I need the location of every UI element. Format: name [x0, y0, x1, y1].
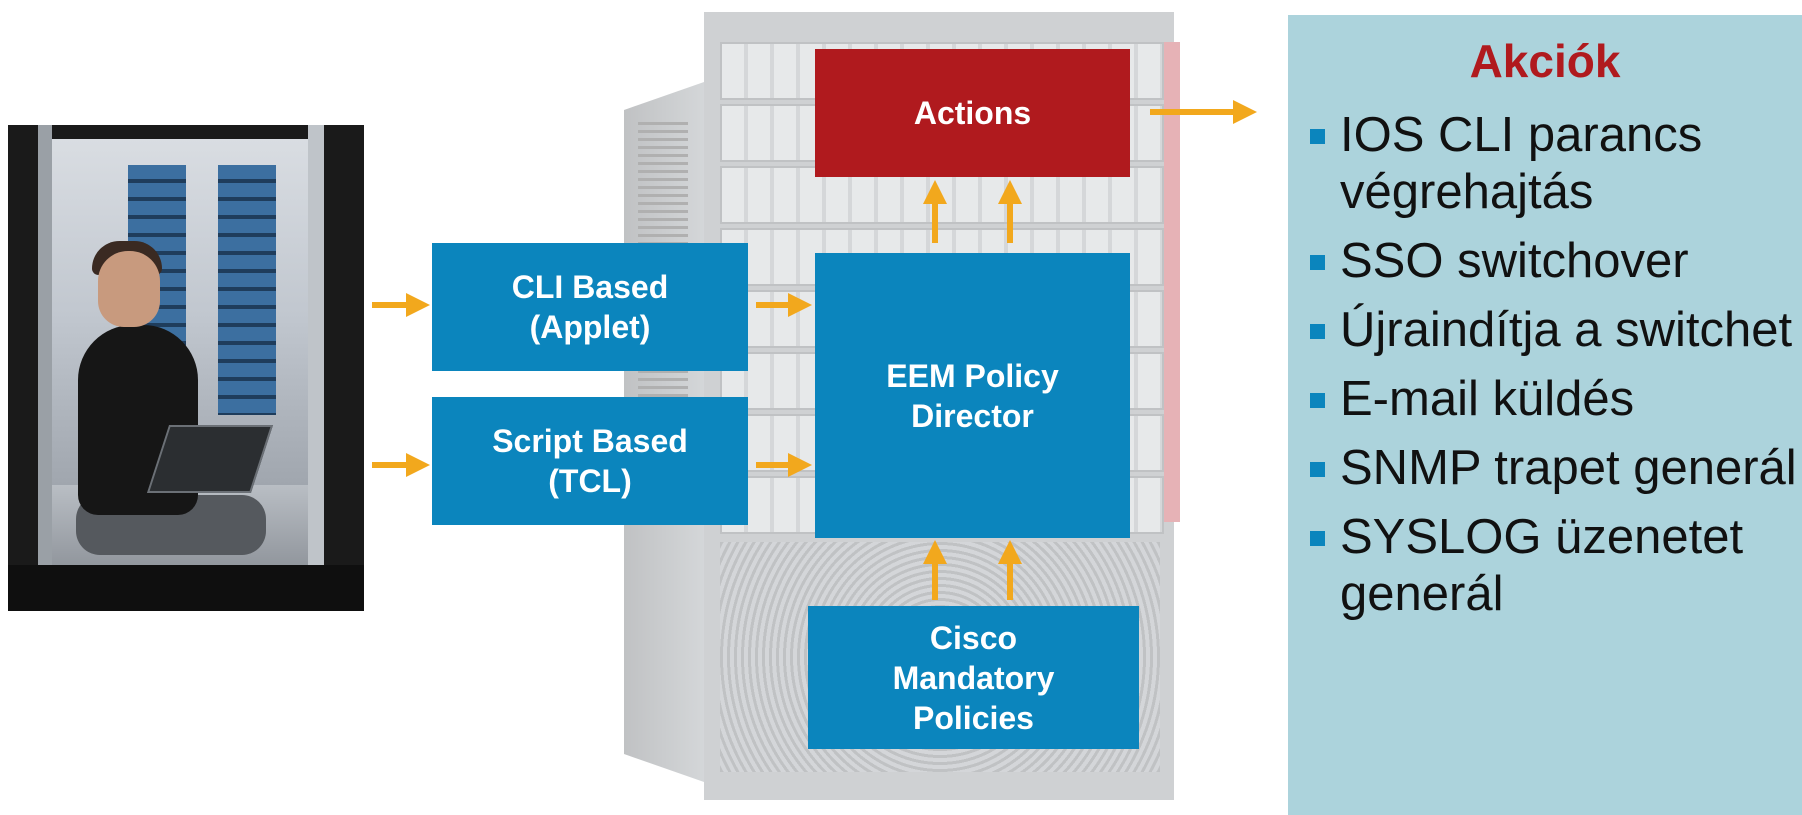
script-based-box: Script Based (TCL) — [432, 397, 748, 525]
cli-based-box: CLI Based (Applet) — [432, 243, 748, 371]
list-item-text: SNMP trapet generál — [1340, 441, 1797, 495]
cisco-mandatory-policies-box: Cisco Mandatory Policies — [808, 606, 1139, 749]
actions-box: Actions — [815, 49, 1130, 177]
list-item-text: IOS CLI parancs végrehajtás — [1340, 108, 1703, 219]
panel-title: Akciók — [1469, 35, 1621, 87]
list-item-text: E-mail küldés — [1340, 372, 1635, 426]
bullet-icon — [1310, 129, 1325, 144]
eem-policy-director-label: EEM Policy Director — [886, 357, 1059, 434]
engineer-photo — [8, 125, 364, 611]
list-item: IOS CLI parancs végrehajtás — [1308, 107, 1798, 221]
list-item: Újraindítja a switchet — [1308, 302, 1798, 359]
cisco-mandatory-policies-label: Cisco Mandatory Policies — [892, 619, 1055, 736]
list-item-text: SYSLOG üzenetet generál — [1340, 510, 1744, 621]
action-list: IOS CLI parancs végrehajtás SSO switchov… — [1308, 107, 1798, 635]
bullet-icon — [1310, 462, 1325, 477]
script-based-label: Script Based (TCL) — [492, 423, 688, 499]
list-item: SYSLOG üzenetet generál — [1308, 509, 1798, 623]
bullet-icon — [1310, 255, 1325, 270]
cli-based-label: CLI Based (Applet) — [511, 269, 669, 345]
list-item-text: SSO switchover — [1340, 234, 1689, 288]
list-item: SNMP trapet generál — [1308, 440, 1798, 497]
list-item: SSO switchover — [1308, 233, 1798, 290]
laptop-icon — [146, 425, 274, 493]
actions-label: Actions — [913, 95, 1032, 131]
bullet-icon — [1310, 324, 1325, 339]
list-item-text: Újraindítja a switchet — [1340, 303, 1793, 357]
actions-panel: Akciók IOS CLI parancs végrehajtás SSO s… — [1288, 15, 1802, 815]
bullet-icon — [1310, 531, 1325, 546]
list-item: E-mail küldés — [1308, 371, 1798, 428]
eem-policy-director-box: EEM Policy Director — [815, 253, 1130, 538]
bullet-icon — [1310, 393, 1325, 408]
